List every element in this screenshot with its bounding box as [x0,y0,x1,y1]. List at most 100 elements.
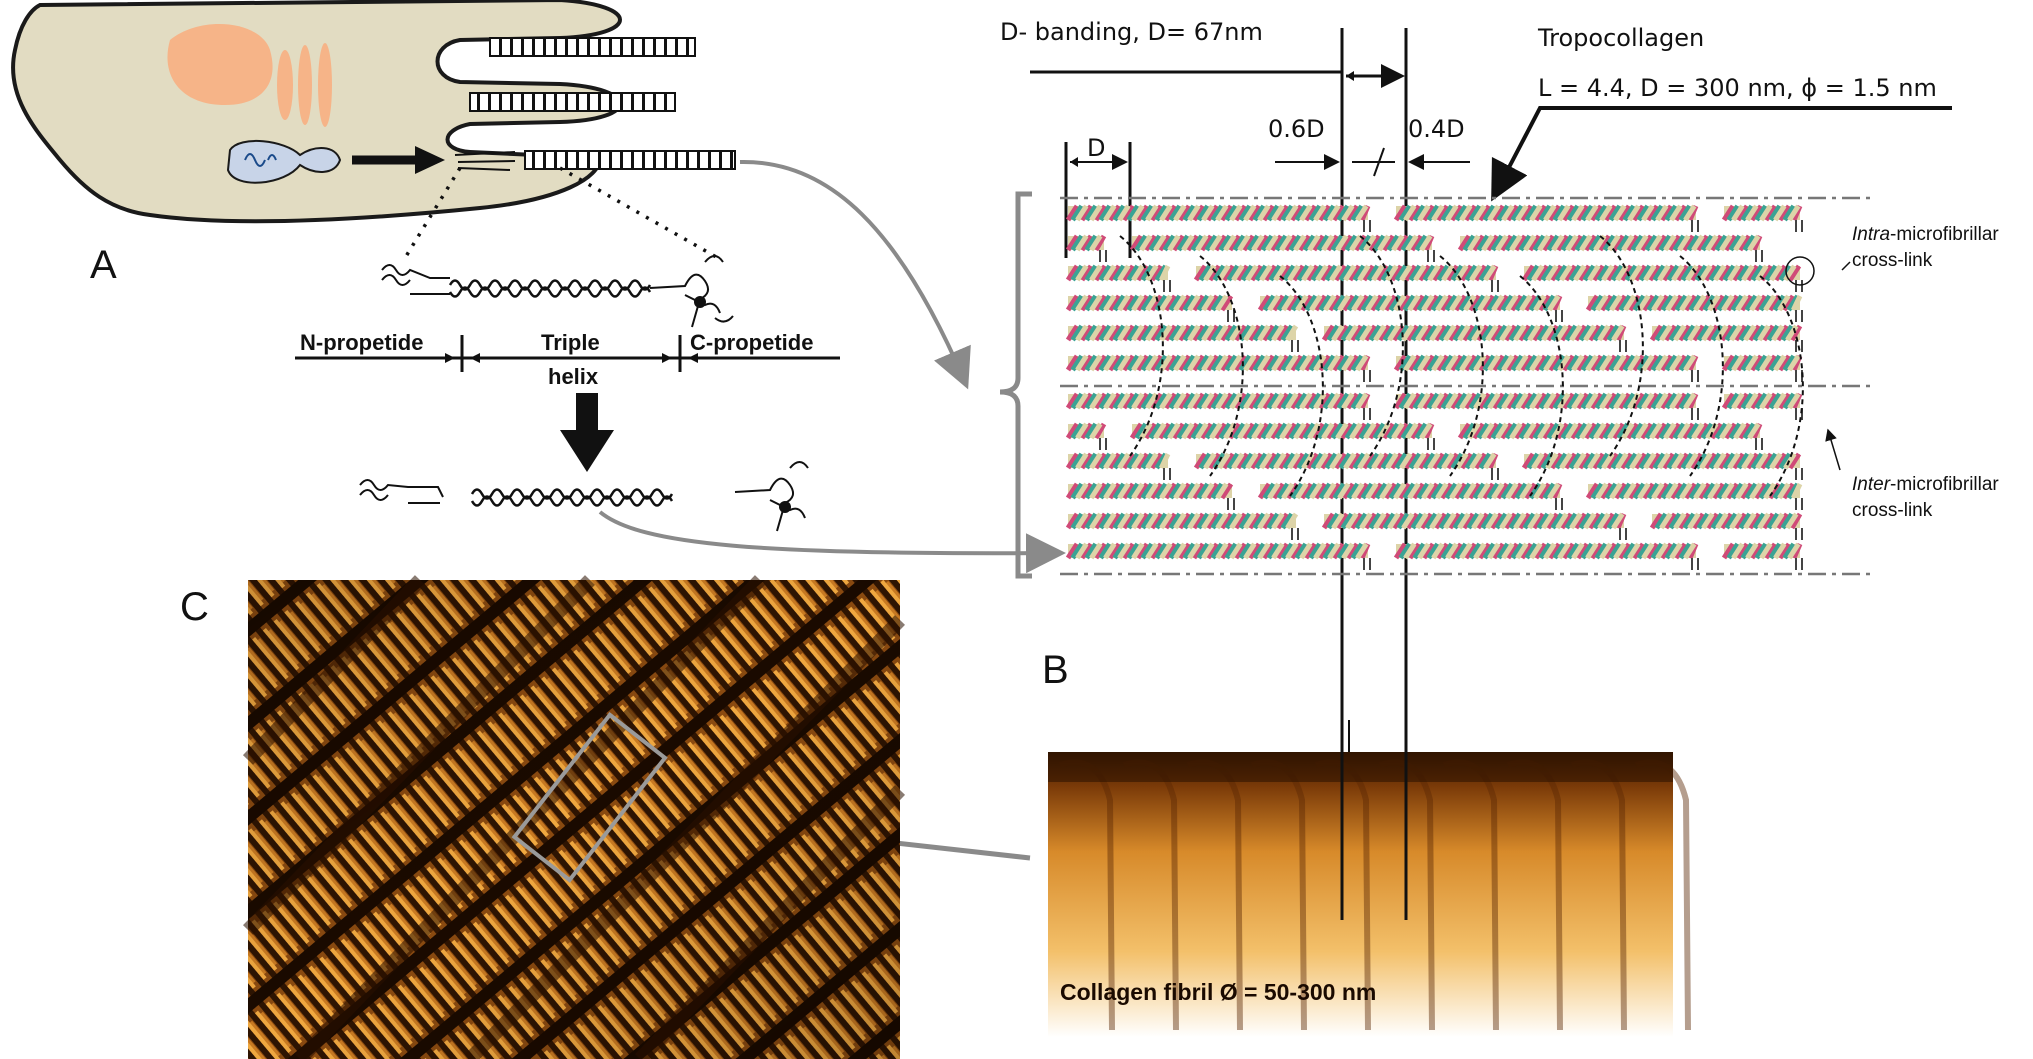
molecule-helix-strand [1467,422,1761,440]
tropocollagen-molecule [1721,354,1803,382]
triple-label: Triple [541,330,600,355]
fibril-stripe-bottom [524,150,736,170]
tropocollagen-molecule [1065,204,1371,232]
crosslink-tick [1755,250,1763,262]
fibril-afm-zoom: Collagen fibril Ø = 50-300 nm [1048,752,1691,1037]
fibril-stripe-middle [469,92,676,112]
molecule-helix-strand [1331,512,1625,530]
fibril-bracket [999,191,1032,579]
molecule-helix-strand [1457,422,1763,440]
molecule-helix-strand [1065,452,1164,470]
tropocollagen-molecule [1257,482,1563,510]
molecule-helix-strand [1129,422,1435,440]
inter-italic: Inter [1852,474,1891,495]
crosslink-tick [1291,340,1299,352]
tropocollagen-molecule [1457,234,1763,262]
molecule-helix-strand [1065,482,1234,500]
molecule-helix-strand [1075,392,1369,410]
procollagen-molecule [381,255,734,328]
molecule-helix-strand [1731,354,1801,372]
crosslink-tick [1795,310,1803,322]
molecule-helix-strand [1726,392,1796,410]
tropocollagen-helix-free [470,488,674,507]
molecule-helix-strand [1257,482,1563,500]
d-banding-label: D- banding, D= 67nm [1000,18,1263,46]
helix-label: helix [548,364,599,389]
panel-c: C [180,575,906,1059]
molecule-helix-strand [1075,482,1229,500]
molecule-helix-strand [1403,392,1697,410]
crosslink-tick [1227,498,1235,510]
inter-crosslink-curve [1599,235,1644,457]
intra-crosslink-circle [1785,256,1815,286]
molecule-helix-strand [1393,354,1699,372]
tropocollagen-molecule [1321,324,1627,352]
crosslink-tick [1755,438,1763,450]
tropocollagen-molecule [1193,452,1499,480]
intra-italic: Intra [1852,224,1890,245]
tropocollagen-molecule [1065,452,1171,480]
molecule-helix-strand [1129,234,1435,252]
molecule-helix-strand [1070,354,1364,372]
overlap-label: 0.4D [1408,115,1465,143]
tropocollagen-molecule [1193,264,1499,292]
tropocollagen-molecule [1521,264,1803,292]
molecule-helix-strand [1065,294,1234,312]
intra-crosslink-label: Intra-microfibrillar [1852,224,1999,245]
molecule-helix-strand [1457,234,1763,252]
tropocollagen-molecule [1585,294,1803,322]
cleavage-arrow-shaft [576,393,598,433]
molecule-helix-strand [1403,354,1697,372]
panel-c-letter: C [180,585,209,629]
crosslink-tick [1491,280,1499,292]
crosslink-tick [1795,558,1803,570]
molecule-helix-strand [1590,294,1800,312]
crosslink-tick [1795,340,1803,352]
molecule-helix-strand [1526,452,1792,470]
tropocollagen-molecule [1721,542,1803,570]
molecule-helix-strand [1070,452,1168,470]
inter-crosslink-curve [1279,275,1324,497]
molecule-helix-strand [1649,324,1803,342]
tropocollagen-molecule [1393,542,1699,570]
molecule-helix-strand [1521,452,1802,470]
molecule-helix-strand [1139,422,1433,440]
tropocollagen-molecule [1065,324,1299,352]
molecule-helix-strand [1257,294,1563,312]
propeptide-scale-bar [295,335,840,372]
crosslink-tick [1227,310,1235,322]
molecule-helix-strand [1070,204,1364,222]
molecule-helix-strand [1070,512,1294,530]
inter-crosslink-curve [1119,235,1164,457]
molecule-helix-strand [1321,512,1627,530]
inter-crosslink-label: Inter-microfibrillar [1852,474,1999,495]
molecule-helix-strand [1075,452,1171,470]
molecule-helix-strand [1731,542,1801,560]
crosslink-tick [1691,408,1699,420]
crosslink-tick [1795,498,1803,510]
molecule-helix-strand [1134,234,1428,252]
molecule-helix-strand [1654,324,1794,342]
molecule-helix-strand [1403,542,1697,560]
molecule-helix-strand [1595,294,1803,312]
molecule-helix-strand [1398,204,1692,222]
inter-crosslink-curve [1519,275,1564,497]
molecule-helix-strand [1134,422,1428,440]
inter-crosslink-curve [1679,255,1724,477]
molecule-helix-strand [1075,234,1103,252]
afm-image [242,575,906,1059]
molecule-helix-strand [1321,324,1627,342]
molecule-helix-strand [1726,354,1796,372]
molecule-helix-strand [1398,392,1692,410]
tropocollagen-molecule [1065,542,1371,570]
intra-rest: -microfibrillar [1890,224,1999,245]
nucleus [167,23,273,105]
c-propeptide-label: C-propetide [690,330,813,355]
molecule-helix-strand [1070,392,1364,410]
molecule-helix-strand [1065,512,1290,530]
molecule-helix-strand [1531,264,1797,282]
inter-crosslink-label-line2: cross-link [1852,500,1933,521]
molecule-helix-strand [1075,324,1299,342]
molecule-helix-strand [1193,452,1499,470]
